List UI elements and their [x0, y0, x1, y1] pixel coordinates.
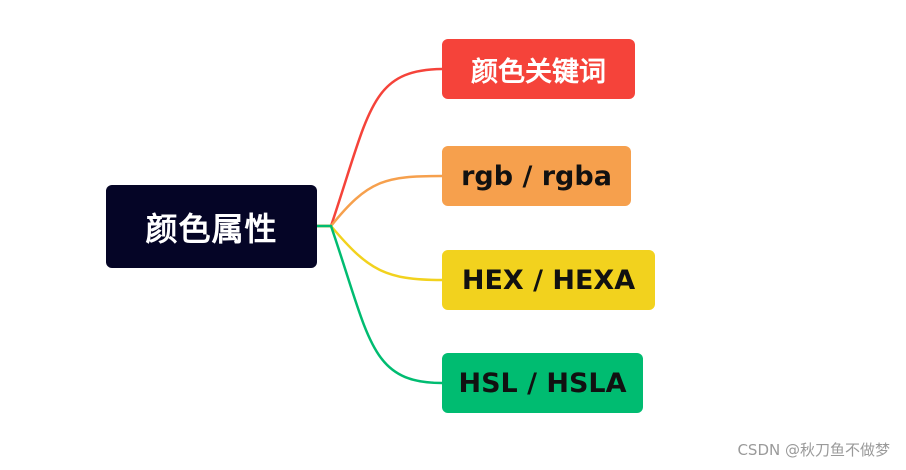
root-node-label: 颜色属性: [145, 209, 278, 248]
branch-node-label: 颜色关键词: [471, 56, 606, 88]
watermark-text: CSDN @秋刀鱼不做梦: [737, 441, 890, 459]
branch-node-rgb[interactable]: rgb / rgba: [442, 146, 631, 206]
branch-node-label: rgb / rgba: [461, 160, 612, 192]
branch-node-hsl[interactable]: HSL / HSLA: [442, 353, 643, 413]
root-node-color-property[interactable]: 颜色属性: [106, 185, 317, 268]
connector-hex: [317, 224, 443, 282]
connector-color-keywords: [317, 67, 443, 228]
branch-node-hex[interactable]: HEX / HEXA: [442, 250, 655, 310]
connector-rgb: [317, 174, 443, 228]
branch-node-label: HEX / HEXA: [461, 264, 636, 296]
branch-node-label: HSL / HSLA: [458, 367, 627, 399]
branch-node-color-keywords[interactable]: 颜色关键词: [442, 39, 635, 99]
connector-hsl: [317, 224, 443, 385]
